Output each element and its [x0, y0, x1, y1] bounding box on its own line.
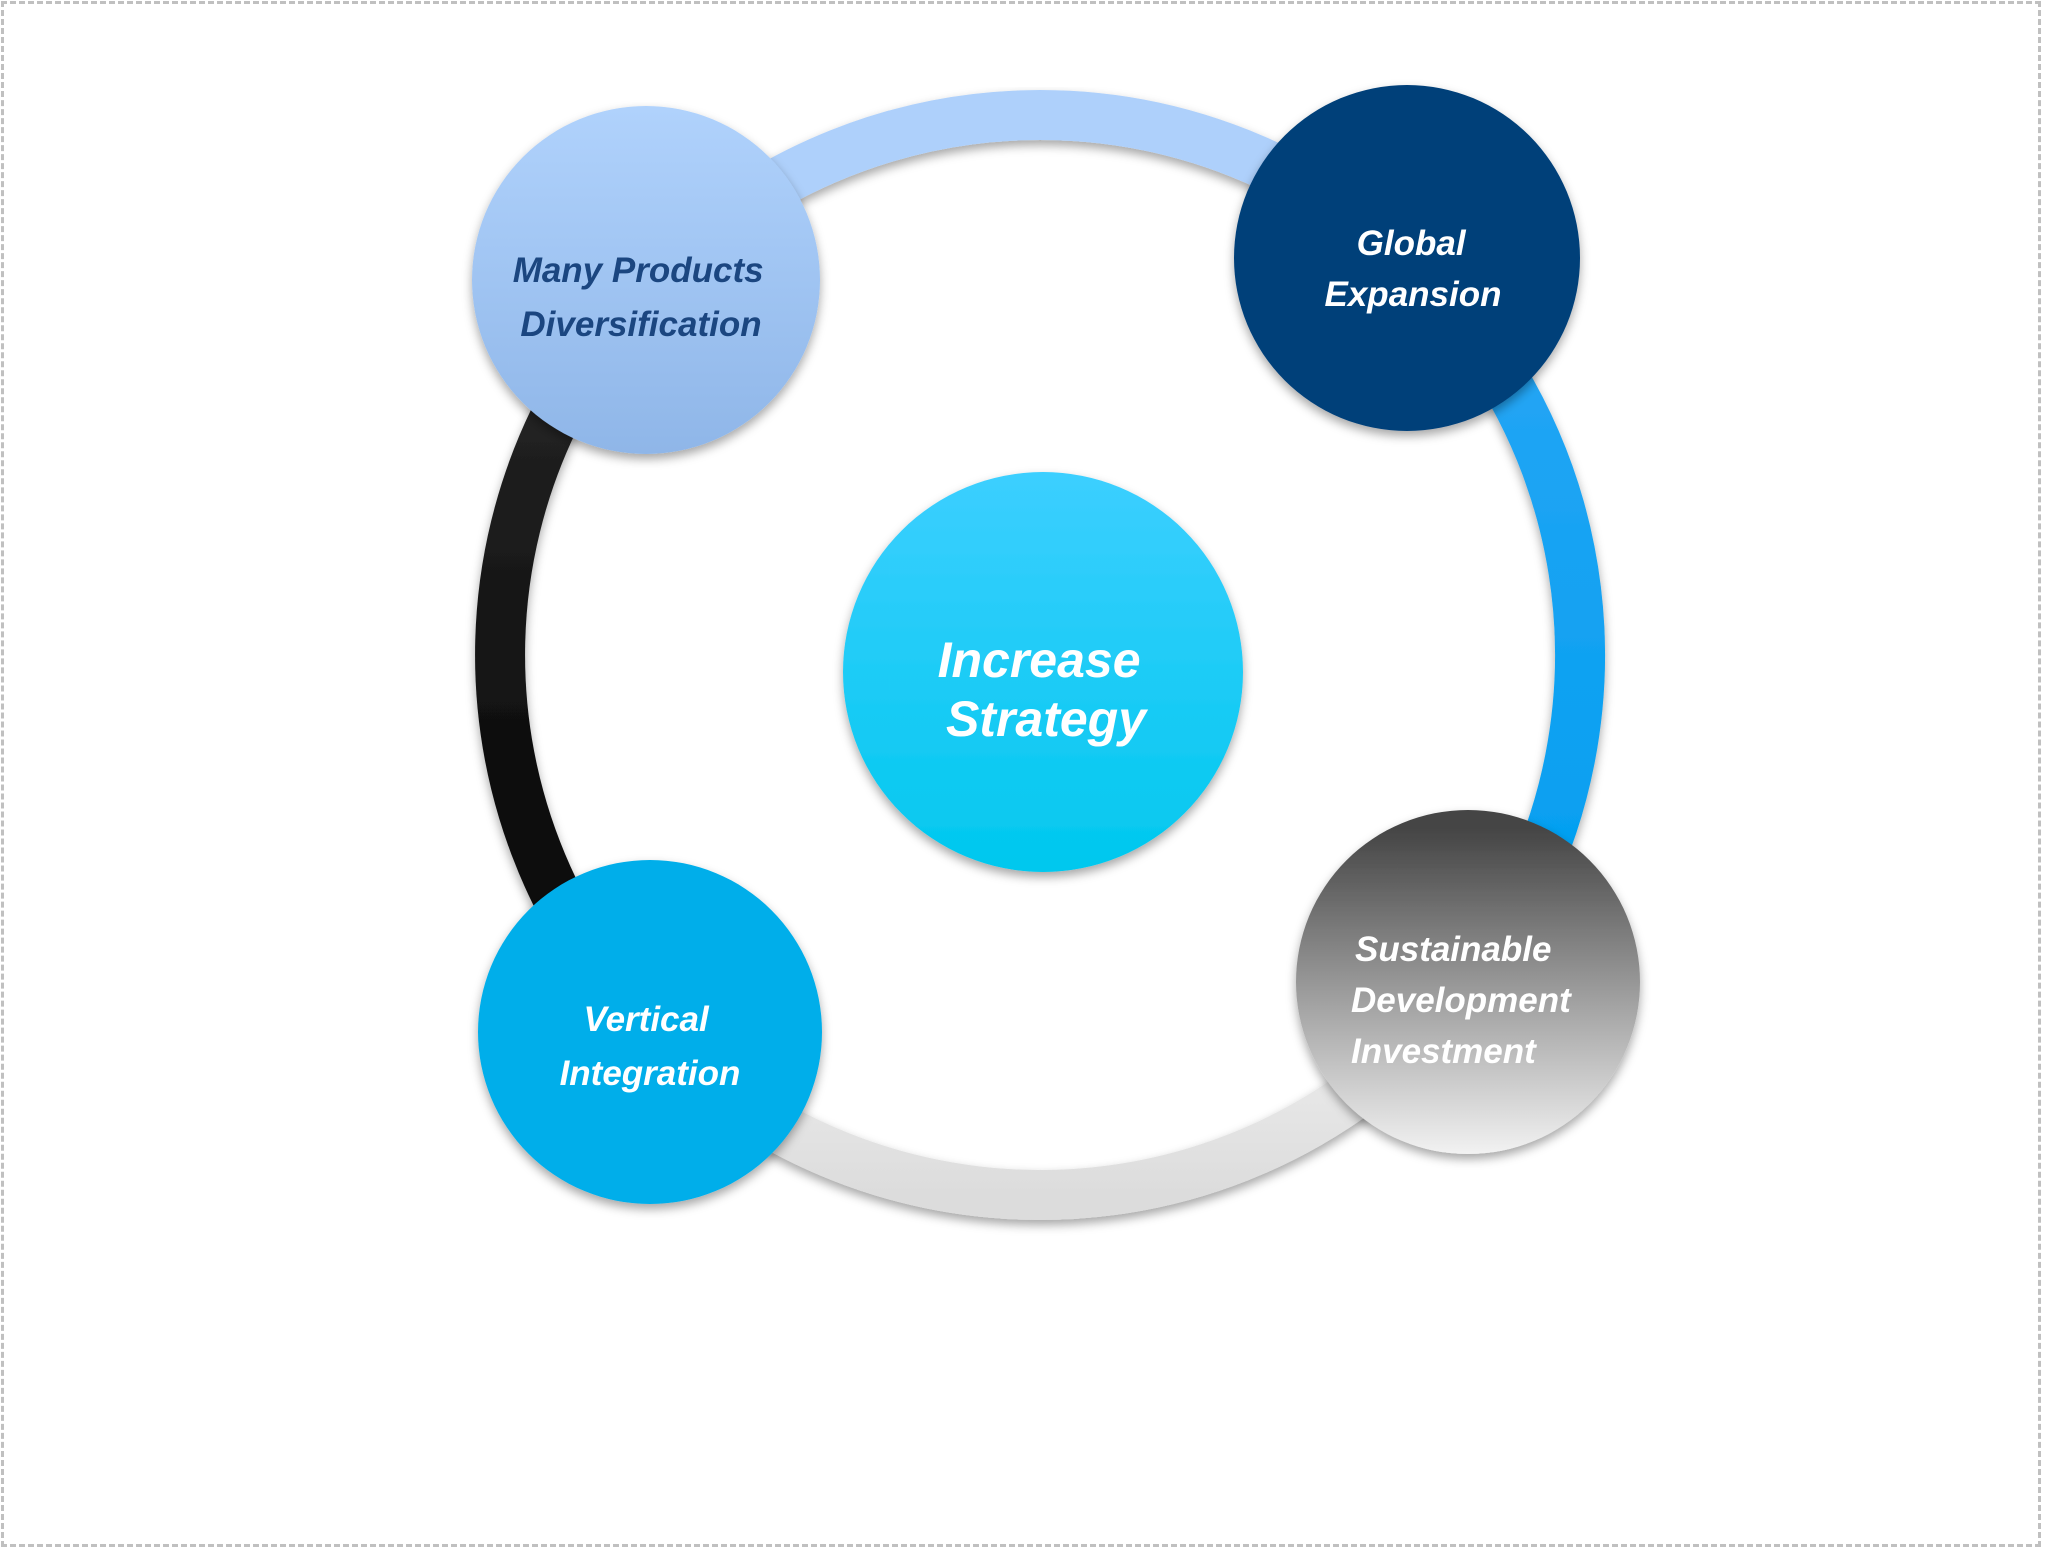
node-label-line: Expansion [1325, 275, 1502, 314]
node-circle [1296, 810, 1640, 1154]
node-label: Sustainable Development Investment [1351, 930, 1581, 1071]
node-circle [1234, 85, 1580, 431]
node-label: Global Expansion [1325, 224, 1502, 314]
node-label-line: Development [1351, 981, 1572, 1020]
node-label-line: Vertical [584, 1000, 710, 1039]
center-label-line: Strategy [946, 691, 1148, 747]
node-label-line: Investment [1351, 1032, 1537, 1071]
node-label-line: Diversification [520, 305, 761, 344]
node-label-line: Integration [560, 1054, 741, 1093]
center-label-line: Increase [938, 632, 1141, 688]
node-circle [478, 860, 822, 1204]
node-label-line: Sustainable [1355, 930, 1551, 969]
node-label-line: Many Products [513, 251, 764, 290]
node-vertical-integration[interactable]: Vertical Integration [478, 860, 822, 1204]
node-many-products-diversification[interactable]: Many Products Diversification [472, 106, 820, 454]
node-label-line: Global [1357, 224, 1467, 263]
node-label: Vertical Integration [560, 1000, 741, 1093]
center-label: Increase Strategy [938, 632, 1155, 747]
center-circle [843, 472, 1243, 872]
node-sustainable-development-investment[interactable]: Sustainable Development Investment [1296, 810, 1640, 1154]
node-circle [472, 106, 820, 454]
center-node[interactable]: Increase Strategy [843, 472, 1243, 872]
node-label: Many Products Diversification [513, 251, 774, 344]
node-global-expansion[interactable]: Global Expansion [1234, 85, 1580, 431]
